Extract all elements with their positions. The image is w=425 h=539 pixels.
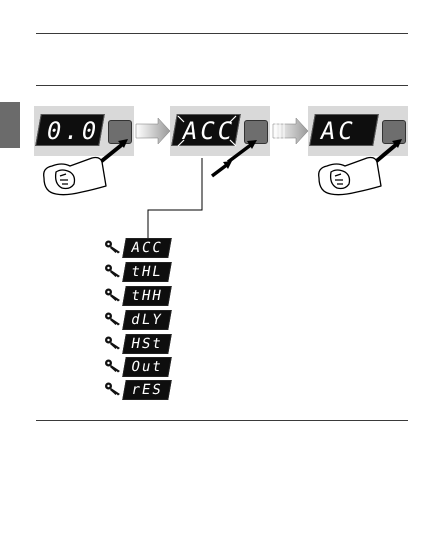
double-press-arrow	[212, 140, 257, 176]
arrow-right-icon	[273, 118, 308, 144]
menu-connector	[148, 158, 202, 240]
key-icon	[104, 381, 122, 401]
blink-icon	[178, 116, 236, 146]
menu-item[interactable]: tHH	[104, 286, 174, 306]
press-arrow-result	[373, 139, 402, 164]
key-icon	[104, 311, 122, 331]
key-icon	[104, 263, 122, 283]
menu-code: Out	[122, 357, 172, 377]
menu-item[interactable]: Out	[104, 357, 174, 377]
hand-press-icon	[319, 158, 381, 195]
menu-item[interactable]: tHL	[104, 262, 174, 282]
menu-code: rES	[122, 380, 172, 400]
menu-item[interactable]: rES	[104, 380, 174, 400]
menu-code: tHL	[122, 262, 172, 282]
menu-item[interactable]: dLY	[104, 310, 174, 330]
menu-code: dLY	[122, 310, 172, 330]
key-icon	[104, 335, 122, 355]
menu-code: ACC	[122, 238, 172, 258]
key-icon	[104, 239, 122, 259]
arrow-right-icon	[136, 118, 170, 144]
key-icon	[104, 358, 122, 378]
menu-code: HSt	[122, 334, 172, 354]
menu-item[interactable]: ACC	[104, 238, 174, 258]
menu-item[interactable]: HSt	[104, 334, 174, 354]
press-arrow-start	[98, 139, 128, 164]
hand-press-icon	[44, 158, 106, 195]
menu-code: tHH	[122, 286, 172, 306]
key-icon	[104, 287, 122, 307]
